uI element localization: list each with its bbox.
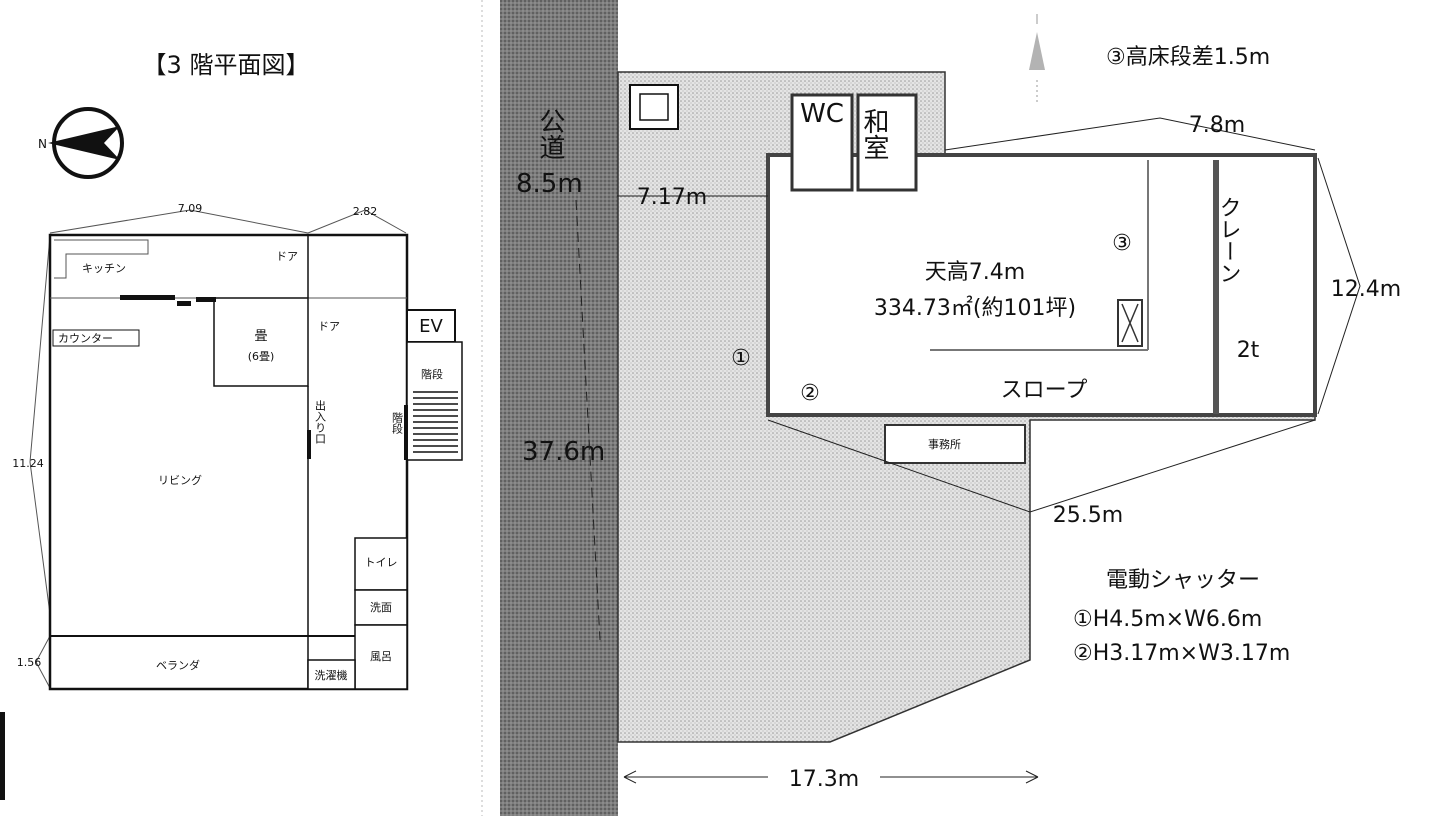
tatami-size: (6畳) [248, 350, 275, 363]
public-road [500, 0, 618, 816]
floor3-title: 【3 階平面図】 [143, 51, 310, 79]
slope-label: スロープ [1001, 378, 1088, 403]
room-bath: 風呂 [370, 650, 392, 663]
dim-17-3: 17.3m [789, 767, 859, 792]
road-label: 公道 [535, 108, 565, 160]
dim-7-17: 7.17m [637, 185, 707, 210]
floor3-plan: 【3 階平面図】 N 7.09 2.82 11.24 1.56 [12, 51, 463, 691]
room-kitchen: キッチン [82, 262, 126, 275]
ev-label: EV [419, 316, 443, 337]
wc-label: WC [800, 99, 844, 129]
shutter-2-size: ②H3.17m×W3.17m [1073, 641, 1290, 666]
dim-left-height: 11.24 [12, 457, 44, 470]
tatami-label: 畳 [254, 329, 267, 344]
floor-area: 334.73㎡(約101坪) [874, 295, 1076, 321]
shutter-1-size: ①H4.5m×W6.6m [1073, 607, 1262, 632]
dim-bottom-left: 1.56 [17, 656, 42, 669]
door-mid: ドア [318, 320, 340, 333]
ceiling-height: 天高7.4m [925, 260, 1025, 285]
entrance-label: 出入り口 [314, 399, 327, 444]
stairs-side-label: 階段 [391, 411, 404, 435]
shutter-title: 電動シャッター [1106, 568, 1260, 593]
dim-12-4: 12.4m [1331, 277, 1401, 302]
compass-north-label: N [38, 137, 47, 151]
marker-shutter-1: ① [731, 346, 751, 371]
door-top: ドア [276, 250, 298, 263]
dim-25-5: 25.5m [1053, 503, 1123, 528]
north-arrow-icon [1029, 14, 1045, 104]
stairs-label: 階段 [421, 367, 443, 381]
washitsu-label: 和室 [859, 108, 889, 160]
room-washroom: 洗面 [370, 601, 392, 614]
road-length: 37.6m [522, 437, 605, 467]
road-width: 8.5m [516, 169, 583, 199]
dim-top-width: 7.09 [178, 202, 203, 215]
dim-top-right-width: 2.82 [353, 205, 378, 218]
room-toilet: トイレ [365, 556, 398, 569]
marker-raised-floor: ③ [1112, 231, 1132, 256]
dim-7-8: 7.8m [1189, 113, 1245, 138]
crane-capacity: 2t [1237, 338, 1260, 363]
marker-shutter-2: ② [800, 381, 820, 406]
compass-icon: N [38, 107, 124, 179]
room-living: リビング [158, 473, 202, 487]
room-veranda: ベランダ [156, 658, 200, 672]
site-plan: 公道 8.5m 37.6m WC 和室 事務所 天高7.4m 334.73㎡(約… [500, 0, 1401, 816]
crane-label: クレーン [1216, 196, 1241, 284]
laundry-label: 洗濯機 [315, 668, 348, 682]
legend-raised-floor: ③高床段差1.5m [1106, 45, 1270, 70]
counter-label: カウンター [58, 332, 113, 345]
small-room-label: 事務所 [928, 437, 961, 451]
